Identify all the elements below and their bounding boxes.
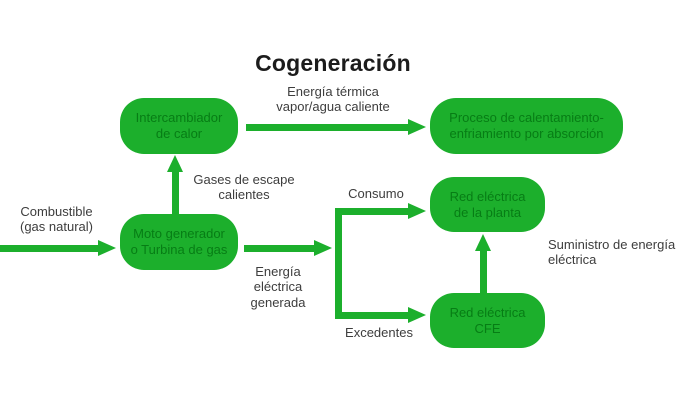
node-proceso-calentamiento-enfriamiento: Proceso de calentamiento- enfriamiento p… [430, 98, 623, 154]
node-label: CFE [474, 320, 501, 336]
label-line: Energía [255, 264, 301, 279]
label-line: vapor/agua caliente [276, 99, 390, 115]
node-label: de calor [155, 126, 203, 141]
arrow-energia-termica-line [246, 124, 408, 131]
label-line: eléctrica [548, 252, 597, 268]
node-label: Red eléctrica [449, 304, 526, 320]
node-label: de la planta [453, 204, 522, 220]
label-suministro-energia: Suministro de energía eléctrica [548, 237, 693, 268]
label-consumo: Consumo [348, 186, 404, 201]
node-label: o Turbina de gas [130, 242, 228, 257]
label-line: Energía térmica [287, 84, 379, 99]
node-intercambiador-de-calor: Intercambiador de calor [120, 98, 238, 154]
node-red-electrica-cfe: Red eléctrica CFE [430, 293, 545, 348]
label-line: Combustible [20, 204, 93, 219]
node-label: Red eléctrica [449, 188, 526, 204]
arrow-energia-termica-head [408, 119, 426, 135]
arrow-excedentes-line [335, 312, 410, 319]
label-energia-electrica-generada: Energía eléctrica generada [240, 264, 316, 310]
node-label: Moto generador [133, 226, 225, 242]
label-gases-de-escape: Gases de escape calientes [184, 172, 304, 203]
arrow-gases-escape-head [167, 155, 183, 172]
arrow-combustible-line [0, 245, 98, 252]
label-line: eléctrica [253, 279, 303, 295]
arrow-combustible-head [98, 240, 116, 256]
page-title: Cogeneración [255, 50, 411, 76]
arrow-consumo-head [408, 203, 426, 219]
arrow-excedentes-head [408, 307, 426, 323]
label-energia-termica: Energía térmica vapor/agua caliente [253, 84, 413, 115]
branch-line-vertical [335, 208, 342, 319]
arrow-consumo-line [335, 208, 410, 215]
label-line: Suministro de energía [548, 237, 676, 252]
label-excedentes: Excedentes [345, 325, 413, 340]
node-moto-generador-turbina: Moto generador o Turbina de gas [120, 214, 238, 270]
node-label: Intercambiador [135, 110, 223, 126]
arrow-energia-electrica-head [314, 240, 332, 256]
arrow-suministro-head [475, 234, 491, 251]
label-combustible: Combustible (gas natural) [9, 204, 104, 235]
label-line: generada [250, 294, 306, 310]
node-label: enfriamiento por absorción [449, 126, 604, 141]
node-label: Proceso de calentamiento- [449, 110, 604, 126]
label-line: Gases de escape [193, 172, 295, 187]
arrow-suministro-line [480, 251, 487, 293]
arrow-energia-electrica-line [244, 245, 314, 252]
label-line: calientes [218, 187, 270, 203]
arrow-gases-escape-line [172, 172, 179, 214]
node-red-electrica-planta: Red eléctrica de la planta [430, 177, 545, 232]
label-line: (gas natural) [20, 219, 93, 235]
